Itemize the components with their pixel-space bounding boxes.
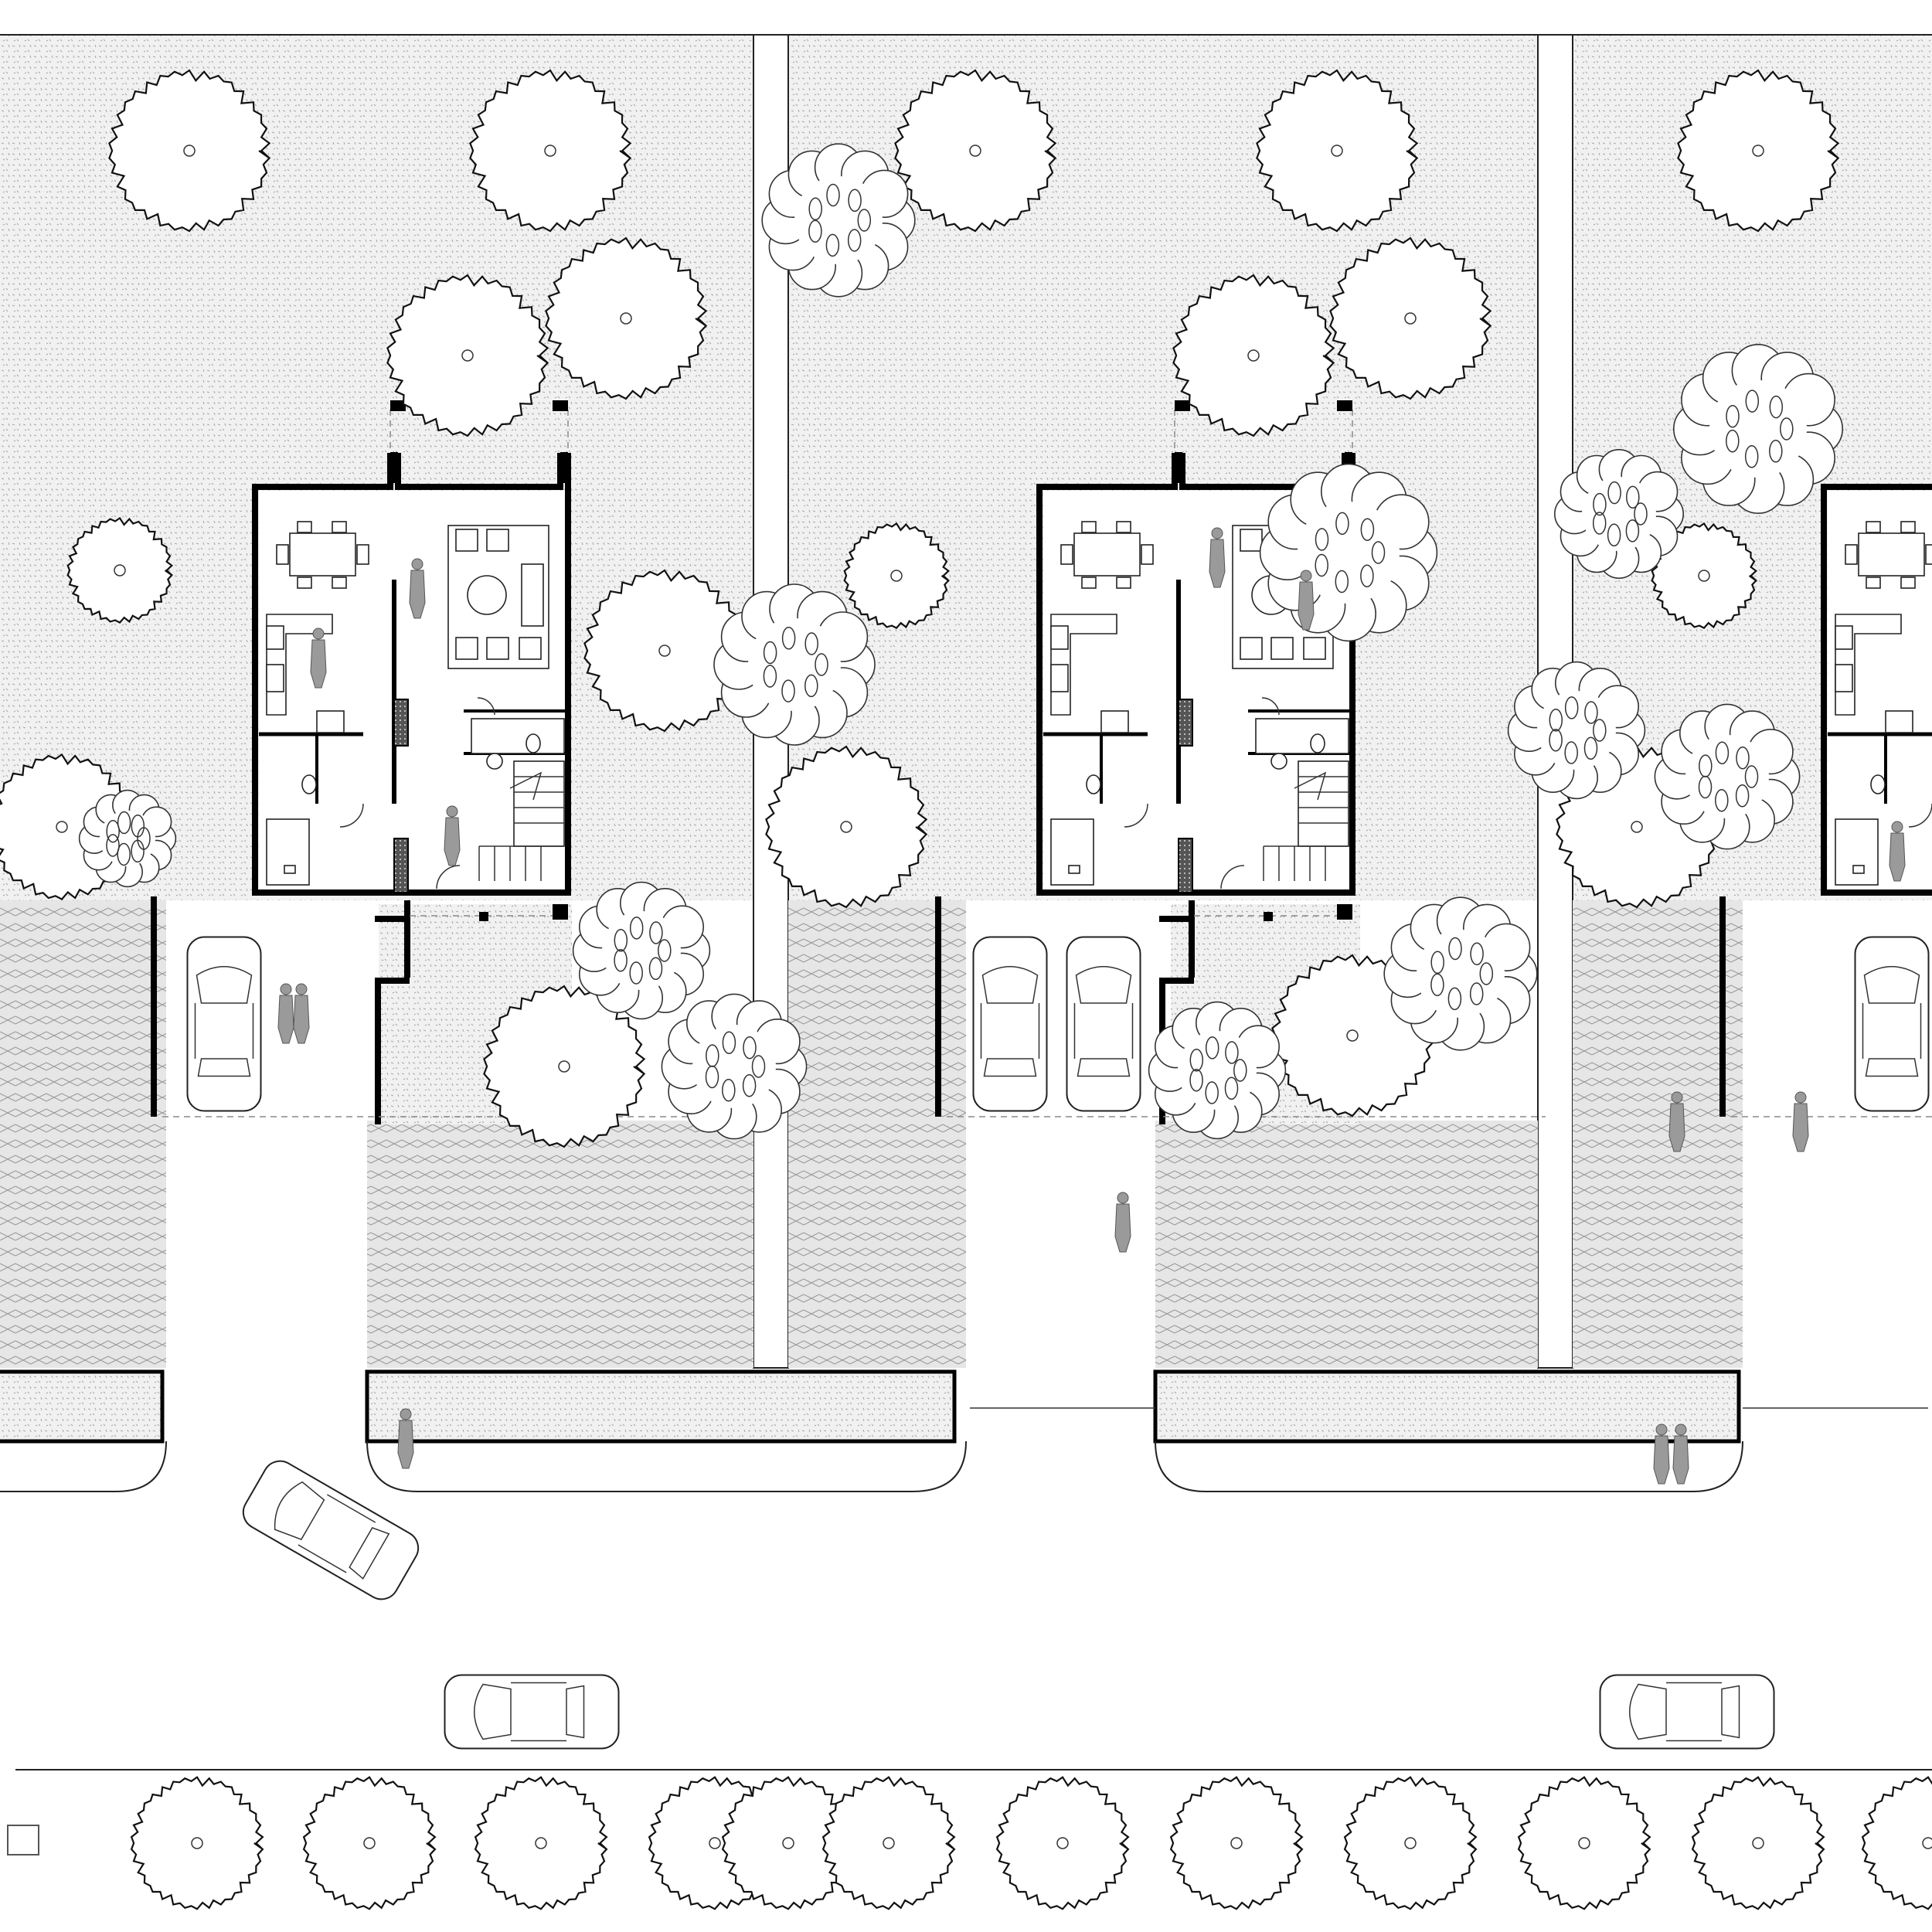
person-figure-icon: [1653, 1423, 1670, 1485]
tree-symbol-icon: [894, 69, 1057, 233]
car-icon: [186, 936, 262, 1112]
car-icon: [242, 1460, 420, 1600]
house-unit: [151, 400, 761, 1124]
tree-symbol-icon: [1172, 274, 1335, 437]
bathroom: [1086, 718, 1349, 794]
person-figure-icon: [277, 983, 294, 1044]
planter-2: [365, 1369, 957, 1444]
paving-right: [1573, 900, 1743, 1368]
person-figure-icon: [310, 628, 327, 689]
tree-symbol-icon: [108, 69, 271, 233]
tree-symbol-icon: [1517, 1776, 1651, 1910]
car-icon: [444, 1674, 620, 1750]
shrub-symbol-icon: [1554, 449, 1685, 580]
tree-symbol-icon: [545, 236, 708, 400]
door-swings: [339, 697, 495, 889]
tree-layer: [0, 69, 1932, 1910]
tree-symbol-icon: [66, 516, 174, 624]
dining-table: [276, 521, 369, 589]
paving-zones: [0, 900, 1743, 1368]
tree-symbol-icon: [469, 69, 632, 233]
shrub-symbol-icon: [572, 881, 711, 1020]
tree-symbol-icon: [1169, 1776, 1304, 1910]
shrub-symbol-icon: [713, 583, 876, 746]
bathroom: [301, 718, 565, 794]
kitchen: [1835, 614, 1913, 733]
person-figure-icon: [293, 983, 310, 1044]
shrub-symbol-icon: [1654, 703, 1801, 850]
person-figure-icon: [1209, 527, 1226, 588]
person-figure-icon: [1792, 1091, 1809, 1152]
stair: [478, 760, 565, 881]
tree-symbol-icon: [843, 522, 951, 629]
tree-symbol-icon: [721, 1776, 855, 1910]
planter-3: [1153, 1369, 1741, 1444]
shrub-symbol-icon: [1507, 661, 1646, 800]
bedroom: [1835, 818, 1879, 886]
car-icon: [972, 936, 1048, 1112]
person-figure-icon: [444, 805, 461, 866]
tree-symbol-icon: [1343, 1776, 1478, 1910]
front-garden-walls: [151, 400, 761, 1124]
shrub-symbol-icon: [1148, 1001, 1287, 1140]
tree-symbol-icon: [1677, 69, 1840, 233]
tree-symbol-icon: [821, 1776, 956, 1910]
tree-symbol-icon: [995, 1776, 1130, 1910]
car-icon: [1066, 936, 1141, 1112]
shrub-symbol-icon: [1383, 896, 1538, 1051]
shrub-symbol-icon: [761, 143, 916, 298]
shrub-symbol-icon: [661, 993, 808, 1140]
tree-symbol-icon: [1861, 1776, 1932, 1910]
tree-symbol-icon: [1651, 522, 1758, 629]
tree-symbol-icon: [386, 274, 549, 437]
planters: [0, 1369, 1928, 1444]
tree-symbol-icon: [1256, 69, 1419, 233]
tree-symbol-icon: [765, 745, 928, 909]
person-figure-icon: [1668, 1091, 1685, 1152]
paving-mid-right: [1155, 1121, 1538, 1368]
house-unit: [1719, 484, 1932, 1117]
person-figure-icon: [1889, 821, 1906, 882]
car-icon: [1854, 936, 1930, 1112]
tree-symbol-icon: [474, 1776, 608, 1910]
person-figure-icon: [397, 1408, 414, 1469]
paving-mid-left: [367, 1121, 753, 1368]
front-garden-walls: [1719, 896, 1932, 1117]
person-figure-icon: [1672, 1423, 1689, 1485]
shrub-symbol-icon: [1672, 343, 1843, 514]
bedroom: [266, 818, 310, 886]
car-icon: [1599, 1674, 1775, 1750]
tree-symbol-icon: [1329, 236, 1492, 400]
bathroom: [1870, 774, 1886, 794]
door-swings: [1124, 697, 1280, 889]
paving-left: [0, 900, 166, 1368]
kitchen: [266, 614, 345, 733]
tree-symbol-icon: [302, 1776, 437, 1910]
car-layer: [186, 936, 1930, 1750]
curbs: [0, 1440, 1932, 1770]
tree-symbol-icon: [583, 569, 747, 733]
dining-table: [1060, 521, 1154, 589]
bedroom: [1050, 818, 1094, 886]
living-area: [447, 525, 549, 669]
shrub-symbol-icon: [1259, 463, 1438, 642]
person-figure-icon: [1114, 1192, 1131, 1253]
tree-symbol-icon: [1691, 1776, 1825, 1910]
person-figure-icon: [1298, 570, 1315, 631]
stair: [1263, 760, 1349, 881]
person-figure-icon: [409, 558, 426, 619]
kitchen: [1050, 614, 1129, 733]
shrub-symbol-icon: [78, 789, 177, 888]
legend-square-icon: [7, 1825, 39, 1855]
tree-symbol-icon: [130, 1776, 264, 1910]
planter-1: [0, 1369, 165, 1444]
dining-table: [1845, 521, 1932, 589]
people-layer: [277, 527, 1906, 1485]
